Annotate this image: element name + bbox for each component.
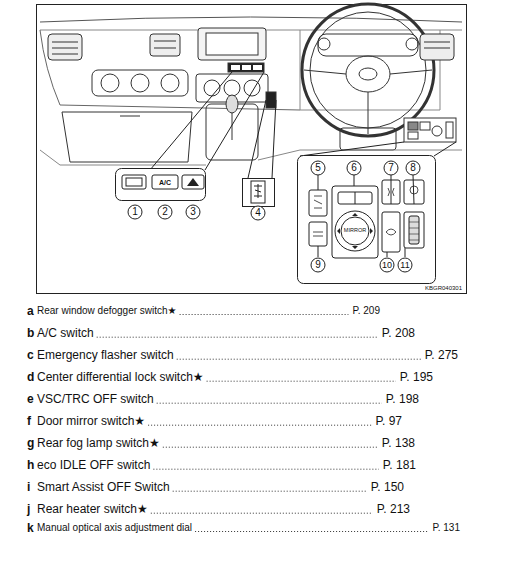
- dot-leader: [97, 337, 378, 338]
- item-name: Rear window defogger switch★: [37, 306, 177, 316]
- callout-number: 10: [382, 261, 392, 270]
- item-name: A/C switch: [37, 327, 94, 339]
- item-letter: f: [27, 415, 31, 427]
- item-name: VSC/TRC OFF switch: [37, 393, 154, 405]
- callout-number: 7: [388, 163, 394, 173]
- dot-leader: [207, 381, 396, 382]
- page-reference: P. 131: [432, 523, 460, 533]
- dot-leader: [148, 425, 371, 426]
- item-letter: k: [27, 522, 34, 534]
- callout-number: 9: [315, 260, 321, 270]
- item-letter: e: [27, 393, 34, 405]
- item-name: Emergency flasher switch: [37, 349, 174, 361]
- dot-leader: [177, 359, 421, 360]
- item-letter: c: [27, 349, 34, 361]
- item-name: Rear fog lamp switch★: [37, 437, 160, 449]
- dot-leader: [180, 314, 349, 315]
- item-name: eco IDLE OFF switch: [37, 459, 150, 471]
- callout-number: 1: [132, 207, 138, 217]
- switch-legend: A/C: [159, 179, 171, 186]
- item-letter: d: [27, 371, 34, 383]
- callout-number: 3: [190, 207, 196, 217]
- item-name: Smart Assist OFF Switch: [37, 481, 170, 493]
- page-reference: P. 209: [352, 306, 380, 316]
- item-letter: j: [27, 503, 30, 515]
- item-name: Door mirror switch★: [37, 415, 145, 427]
- dot-leader: [157, 403, 382, 404]
- callout-number: 5: [315, 163, 321, 173]
- page-reference: P. 198: [386, 393, 419, 405]
- page-reference: P. 275: [425, 349, 458, 361]
- item-name: Center differential lock switch★: [37, 371, 204, 383]
- item-letter: g: [27, 437, 34, 449]
- callout-number: 8: [410, 163, 416, 173]
- page-reference: P. 195: [400, 371, 433, 383]
- item-letter: b: [27, 327, 34, 339]
- callout-number: 4: [255, 208, 261, 218]
- page-reference: P. 208: [382, 327, 415, 339]
- dot-leader: [153, 469, 378, 470]
- page-reference: P. 213: [377, 503, 410, 515]
- item-name: Rear heater switch★: [37, 503, 148, 515]
- page-reference: P. 97: [376, 415, 402, 427]
- callout-number: 11: [400, 261, 409, 270]
- switch-legend: MIRROR: [344, 228, 366, 234]
- item-letter: a: [27, 305, 34, 317]
- item-letter: h: [27, 459, 34, 471]
- page-reference: P. 150: [371, 481, 404, 493]
- dot-leader: [163, 447, 378, 448]
- callout-number: 2: [162, 207, 168, 217]
- page-reference: P. 138: [382, 437, 415, 449]
- figure-code: KBGR040301: [425, 285, 462, 291]
- dot-leader: [195, 531, 428, 532]
- page-reference: P. 181: [383, 459, 416, 471]
- dot-leader: [173, 491, 367, 492]
- item-letter: i: [27, 481, 30, 493]
- dot-leader: [151, 513, 373, 514]
- callout-number: 6: [351, 163, 357, 173]
- item-name: Manual optical axis adjustment dial: [37, 523, 192, 533]
